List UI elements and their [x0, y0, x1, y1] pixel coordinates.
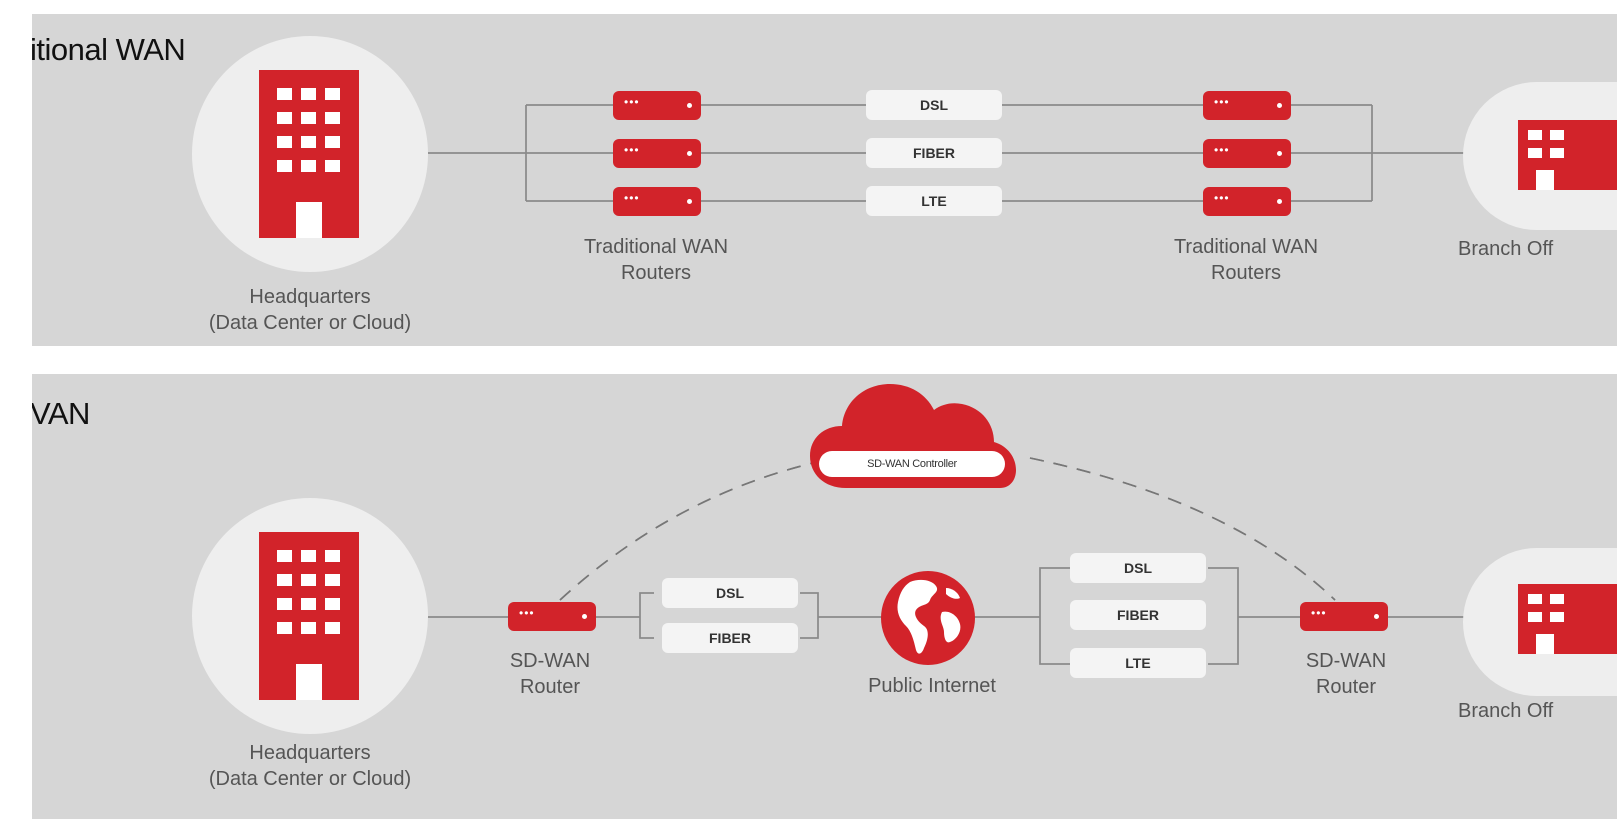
link-pill-fiber: FIBER [1070, 600, 1206, 630]
router-icon: ••• [1203, 139, 1291, 168]
globe-icon [881, 571, 975, 665]
router-icon: ••• [613, 187, 701, 216]
router-icon: ••• [1203, 187, 1291, 216]
branch-label: Branch Off [1458, 700, 1554, 722]
link-pill-dsl: DSL [1070, 553, 1206, 583]
router-icon: ••• [613, 139, 701, 168]
router-icon: ••• [1203, 91, 1291, 120]
link-pill-fiber: FIBER [866, 138, 1002, 168]
building-icon [259, 532, 359, 700]
router-icon: ••• [1300, 602, 1388, 631]
router-icon: ••• [613, 91, 701, 120]
panel-title: itional WAN [32, 32, 186, 67]
routers-right-label: Traditional WAN Routers [1173, 236, 1319, 284]
link-pill-lte: LTE [866, 186, 1002, 216]
link-pill-fiber: FIBER [662, 623, 798, 653]
building-icon [1518, 120, 1617, 190]
link-pill-dsl: DSL [866, 90, 1002, 120]
branch-label: Branch Off [1458, 238, 1554, 260]
routers-left-label: Traditional WAN Routers [583, 236, 729, 284]
link-pill-lte: LTE [1070, 648, 1206, 678]
public-internet-label: Public Internet [868, 675, 996, 697]
headquarters-label: Headquarters (Data Center or Cloud) [208, 742, 412, 790]
panel-title: VAN [32, 396, 90, 431]
sd-wan-router-right-label: SD-WAN Router [1305, 650, 1387, 698]
headquarters-label: Headquarters (Data Center or Cloud) [208, 286, 412, 334]
sd-wan-controller-label: SD-WAN Controller [819, 451, 1005, 477]
link-pill-dsl: DSL [662, 578, 798, 608]
building-icon [1518, 584, 1617, 654]
router-icon: ••• [508, 602, 596, 631]
sd-wan-router-left-label: SD-WAN Router [509, 650, 591, 698]
building-icon [259, 70, 359, 238]
